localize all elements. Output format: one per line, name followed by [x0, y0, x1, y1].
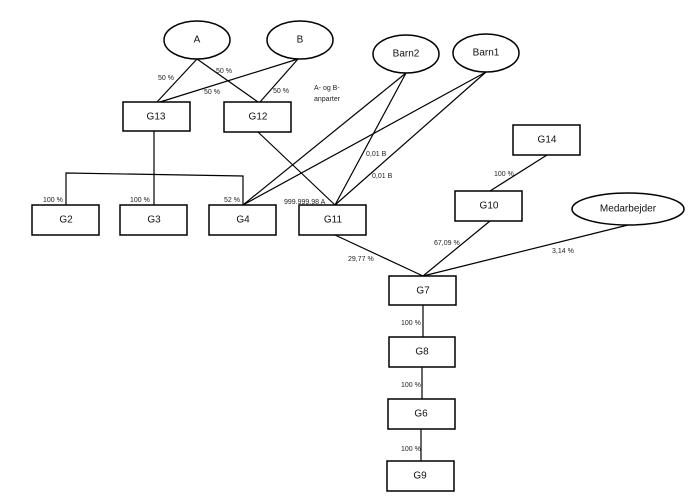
- label-g11-g7: 29,77 %: [348, 256, 374, 263]
- edge-b-g12: [259, 58, 299, 103]
- node-label: G7: [416, 286, 430, 297]
- node-g6: G6: [387, 398, 456, 430]
- node-label: G13: [147, 112, 166, 123]
- node-g9: G9: [386, 460, 455, 492]
- node-barn2: Barn2: [372, 34, 440, 74]
- label-g10-g7: 67,09 %: [434, 240, 460, 247]
- node-label: G2: [59, 215, 73, 226]
- node-label: G11: [324, 215, 343, 226]
- node-g3: G3: [119, 204, 188, 236]
- label-b-g12: 50 %: [273, 88, 289, 95]
- node-label: G12: [249, 112, 268, 123]
- node-medarbejder: Medarbejder: [571, 192, 685, 226]
- node-label: Barn2: [393, 49, 420, 60]
- label-a-g13: 50 %: [158, 75, 174, 82]
- label-b-g13: 50 %: [204, 89, 220, 96]
- label-barn2-g11: 0,01 B: [366, 151, 387, 158]
- node-g13: G13: [122, 101, 191, 132]
- node-g8: G8: [388, 336, 456, 368]
- edge-g11-g7: [334, 234, 424, 277]
- node-label: Barn1: [473, 48, 500, 59]
- edge-g10-g7: [422, 220, 491, 277]
- label-g7-g8: 100 %: [401, 320, 421, 327]
- label-g6-g9: 100 %: [401, 446, 421, 453]
- edge-g12-g11: [257, 131, 336, 206]
- edge-barn2-g11: [334, 72, 407, 206]
- edge-barn1-g11: [334, 71, 487, 206]
- label-a-g12: 50 %: [216, 68, 232, 75]
- edge-labels: 50 % 50 % 50 % 50 % A- og B- anparter 0,…: [43, 68, 574, 453]
- node-label: A: [194, 35, 201, 46]
- node-label: G14: [538, 135, 557, 146]
- node-g14: G14: [512, 124, 581, 156]
- edge-medarbejder-g7: [422, 224, 629, 277]
- label-a-g11: 999.999.98 A: [284, 199, 326, 206]
- edge-g14-g10: [489, 154, 548, 192]
- label-g8-g6: 100 %: [401, 382, 421, 389]
- node-label: G4: [236, 215, 250, 226]
- edge-barn2-g4: [242, 72, 407, 206]
- node-g2: G2: [31, 204, 100, 236]
- node-g7: G7: [388, 275, 457, 306]
- edges: [65, 58, 629, 461]
- node-g10: G10: [454, 190, 523, 222]
- node-label: G8: [415, 347, 429, 358]
- node-label: Medarbejder: [600, 204, 657, 215]
- node-g4: G4: [208, 204, 277, 236]
- node-g12: G12: [223, 101, 292, 133]
- label-g2: 100 %: [43, 197, 63, 204]
- edge-g13-bracket: [65, 172, 244, 205]
- label-g4: 52 %: [224, 197, 240, 204]
- edge-b-g13: [159, 58, 299, 103]
- note-line-2: anparter: [314, 96, 341, 103]
- edge-a-g13: [156, 58, 198, 103]
- node-g11: G11: [298, 204, 367, 236]
- label-barn1-g11: 0,01 B: [372, 173, 393, 180]
- label-medarbejder-g7: 3,14 %: [552, 248, 574, 255]
- node-label: G3: [147, 215, 161, 226]
- note-line-1: A- og B-: [314, 85, 340, 92]
- label-g3: 100 %: [130, 197, 150, 204]
- node-b: B: [266, 20, 334, 60]
- node-label: B: [297, 35, 304, 46]
- node-label: G10: [480, 201, 499, 212]
- label-g14-g10: 100 %: [494, 171, 514, 178]
- node-label: G6: [414, 409, 428, 420]
- node-label: G9: [413, 471, 427, 482]
- node-a: A: [163, 20, 231, 60]
- edge-barn1-g4: [242, 71, 487, 206]
- node-barn1: Barn1: [452, 33, 520, 73]
